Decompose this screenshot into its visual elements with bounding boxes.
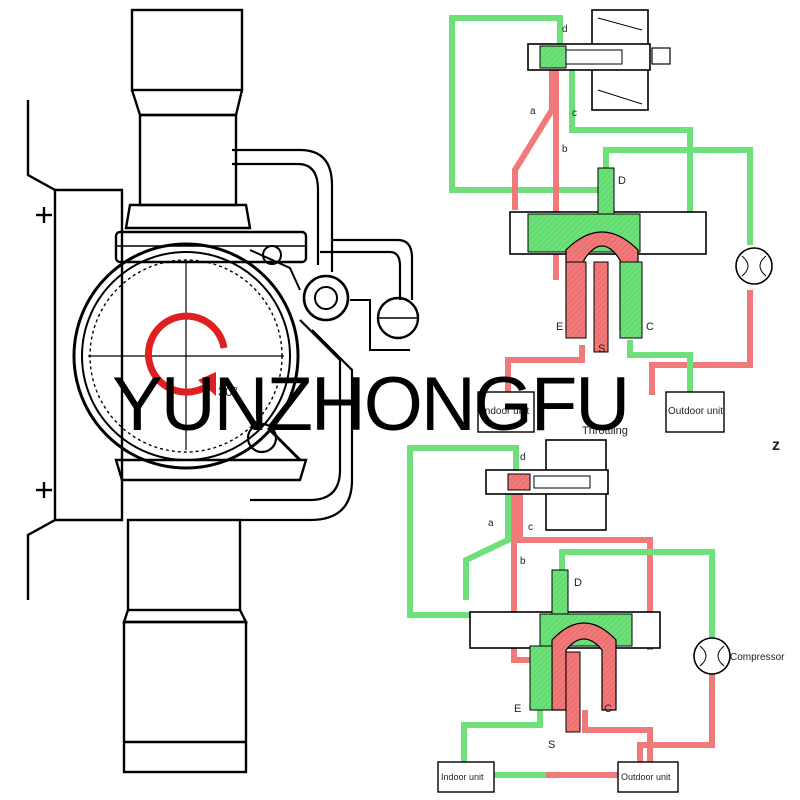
label-d-2: d xyxy=(520,452,526,463)
pipe-red-compressor xyxy=(649,290,753,395)
pipe-green-top-loop xyxy=(449,15,600,193)
compressor-icon xyxy=(735,247,773,285)
valve-drawing xyxy=(26,8,420,774)
pilot-fitting xyxy=(302,274,350,322)
valve-body-bar xyxy=(114,230,308,264)
port-C xyxy=(619,261,643,339)
bottom-pipe-taper xyxy=(122,609,248,624)
indoor-unit-top xyxy=(477,391,535,433)
pipe-red-indoor xyxy=(505,345,585,392)
top-pipe-neck xyxy=(138,113,238,207)
mounting-bracket xyxy=(26,100,57,600)
port-E xyxy=(565,261,587,339)
label-D-2: D xyxy=(574,577,582,589)
indoor-unit-top-label: Indoor unit xyxy=(482,406,529,417)
stray-mark: z xyxy=(772,437,780,454)
bottom-pipe-neck xyxy=(126,518,242,612)
capillary-bottom xyxy=(250,319,342,502)
bottom-pipe xyxy=(122,620,248,774)
indoor-unit-bottom-label: Indoor unit xyxy=(441,772,484,782)
rotation-indicator: 30° xyxy=(145,312,238,399)
rotation-arc xyxy=(145,312,228,396)
outdoor-unit-bottom xyxy=(617,761,679,793)
pipe-green-d xyxy=(603,147,753,245)
label-S: S xyxy=(598,343,605,355)
outdoor-unit-top xyxy=(665,391,725,433)
rotation-label: 30° xyxy=(218,384,238,399)
label-S-2: S xyxy=(548,739,555,751)
pipe-green-outdoor xyxy=(627,340,693,395)
label-C: C xyxy=(646,321,654,333)
pipe-red-c2 xyxy=(517,482,653,650)
label-d: d xyxy=(562,24,568,35)
pipe-red-outdoor2 xyxy=(582,710,653,762)
port-D-2 xyxy=(551,569,569,615)
port-S-2 xyxy=(565,651,581,733)
schematic-bottom: Compressor Indoor unit Outdoor unit d a … xyxy=(407,439,785,793)
compressor-icon-2 xyxy=(693,637,731,675)
watermark-text: YUNZHONGFU xyxy=(112,362,628,447)
pipe-red-a xyxy=(512,60,555,210)
port-S xyxy=(593,261,609,353)
top-flange xyxy=(124,203,252,230)
pipe-green-a2 xyxy=(463,482,511,600)
rotation-arrow-icon xyxy=(198,372,216,396)
throttling-label: Throttling xyxy=(582,425,628,437)
housing-outer xyxy=(72,242,300,470)
label-a: a xyxy=(530,106,536,117)
port-E-2 xyxy=(529,645,553,711)
label-a-2: a xyxy=(488,518,494,529)
label-c-2: c xyxy=(528,522,533,533)
label-E: E xyxy=(556,321,563,333)
schematic-top: Indoor unit Outdoor unit Throttling d a … xyxy=(449,9,773,437)
label-E-2: E xyxy=(514,703,521,715)
label-D: D xyxy=(618,175,626,187)
label-b-2: b xyxy=(520,556,526,567)
indoor-unit-bottom xyxy=(437,761,495,793)
lower-fitting xyxy=(246,422,278,454)
pipe-green-indoor2 xyxy=(461,705,543,762)
lower-body xyxy=(114,458,308,482)
outdoor-unit-bottom-label: Outdoor unit xyxy=(621,772,671,782)
pipe-red-compressor2 xyxy=(637,672,715,765)
slide-cup-2 xyxy=(551,622,617,711)
outdoor-unit-top-label: Outdoor unit xyxy=(668,406,723,417)
compressor-label: Compressor xyxy=(730,652,785,663)
port-D xyxy=(597,167,615,215)
top-pipe-taper xyxy=(130,89,244,117)
bracket-plate xyxy=(55,188,124,522)
top-pipe xyxy=(130,8,244,92)
label-C-2: C xyxy=(604,703,612,715)
label-c: c xyxy=(572,108,577,119)
label-b: b xyxy=(562,144,568,155)
capillary-top xyxy=(232,148,334,272)
pipe-green-c xyxy=(569,62,693,230)
capillary-right xyxy=(332,238,414,300)
